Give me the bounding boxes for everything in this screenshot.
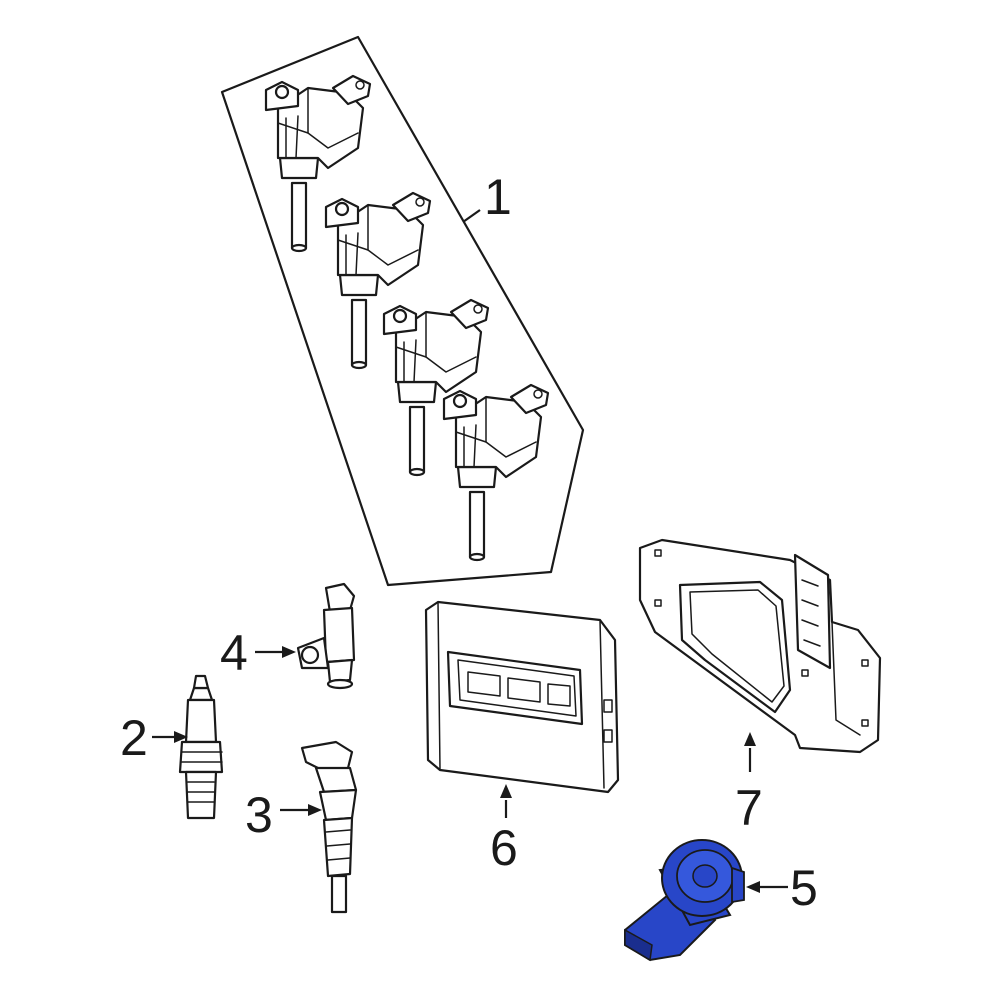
part-5-knock-sensor[interactable]: 5 (624, 839, 818, 962)
part-1-ignition-coils[interactable]: 1 (220, 35, 585, 587)
callout-7: 7 (735, 780, 763, 836)
arrow-7 (744, 732, 756, 746)
arrow-2 (174, 731, 188, 743)
part-2-spark-plug[interactable]: 2 (120, 674, 224, 820)
callout-1: 1 (484, 169, 512, 225)
callout-3: 3 (245, 787, 273, 843)
leader-line-1 (462, 209, 481, 223)
arrow-6 (500, 784, 512, 798)
arrow-3 (308, 804, 322, 816)
callout-5: 5 (790, 860, 818, 916)
part-3-sensor[interactable]: 3 (245, 740, 358, 914)
ignition-coil-4 (442, 383, 550, 562)
arrow-4 (282, 646, 296, 658)
part-4-position-sensor[interactable]: 4 (220, 582, 356, 690)
callout-4: 4 (220, 625, 248, 681)
callout-2: 2 (120, 710, 148, 766)
coil-group-outline (220, 35, 585, 587)
part-6-control-module[interactable]: 6 (424, 600, 620, 876)
part-7-mounting-bracket[interactable]: 7 (638, 538, 882, 836)
arrow-5 (746, 881, 760, 893)
callout-6: 6 (490, 820, 518, 876)
